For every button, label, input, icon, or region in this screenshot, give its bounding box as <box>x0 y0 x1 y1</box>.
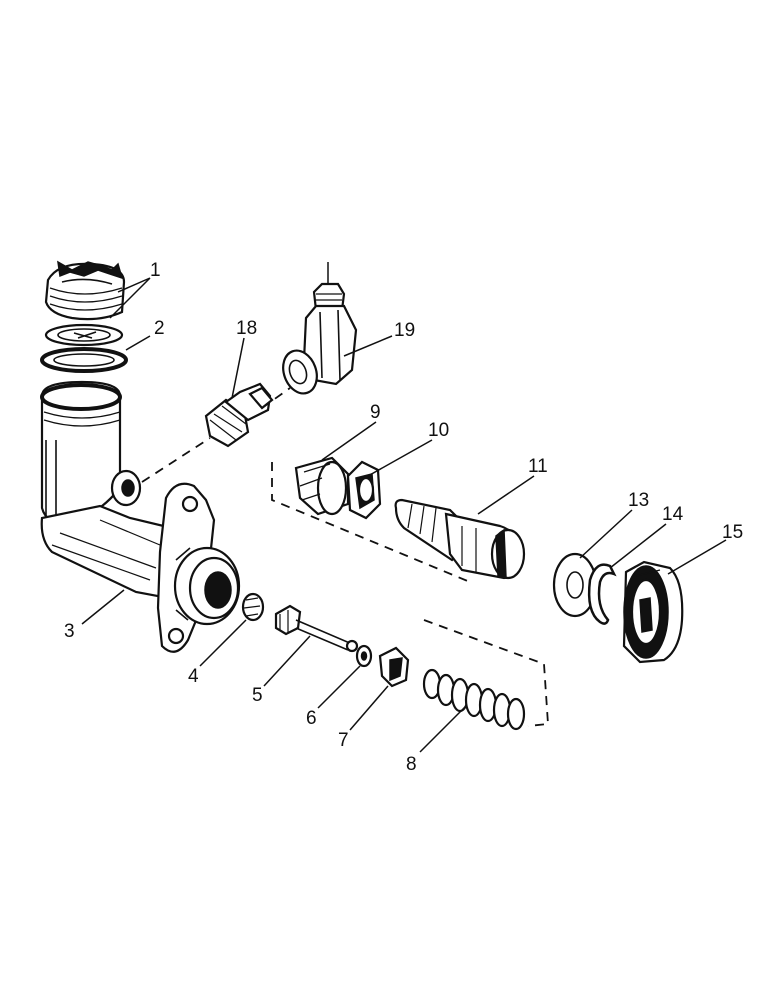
assembly-line-19-to-18 <box>261 387 291 409</box>
group-outline-8 <box>423 619 549 727</box>
part-1-reservoir-cap <box>44 260 126 321</box>
part-4-seal <box>241 592 265 622</box>
callout-8: 8 <box>406 754 417 775</box>
part-3-cylinder-body <box>40 380 241 653</box>
callout-13: 13 <box>628 490 649 511</box>
group-outline-9-10-11 <box>271 462 471 583</box>
callout-6: 6 <box>306 708 317 729</box>
part-5-push-rod <box>274 604 359 653</box>
part-8-spring <box>422 668 526 731</box>
callout-3: 3 <box>64 621 75 642</box>
callout-11: 11 <box>528 456 548 477</box>
callout-18: 18 <box>236 318 257 339</box>
part-9-valve-cup <box>294 456 350 516</box>
callout-4: 4 <box>188 666 199 687</box>
callout-9: 9 <box>370 402 381 423</box>
part-7-cup-seal <box>378 646 410 688</box>
part-2-ring <box>40 347 128 373</box>
part-6-small-washer <box>355 644 373 668</box>
callout-1: 1 <box>150 260 161 281</box>
callout-7: 7 <box>338 730 349 751</box>
callout-labels: 1 2 3 4 5 6 7 8 9 10 11 13 14 15 18 19 <box>64 260 743 775</box>
assembly-line-18-to-body <box>141 437 211 483</box>
callout-15: 15 <box>722 522 743 543</box>
part-1-seal-ring <box>44 323 124 347</box>
part-14-circlip <box>587 563 617 625</box>
callout-2: 2 <box>154 318 165 339</box>
callout-10: 10 <box>428 420 449 441</box>
part-15-dust-cap <box>622 560 684 664</box>
callout-19: 19 <box>394 320 415 341</box>
part-18-adapter-fitting <box>204 382 274 448</box>
callout-14: 14 <box>662 504 684 525</box>
leader-lines <box>81 277 727 753</box>
part-11-valve-piston <box>394 498 526 580</box>
part-19-elbow-fitting <box>282 282 358 395</box>
callout-5: 5 <box>252 685 263 706</box>
part-10-hex-nut <box>346 460 382 520</box>
